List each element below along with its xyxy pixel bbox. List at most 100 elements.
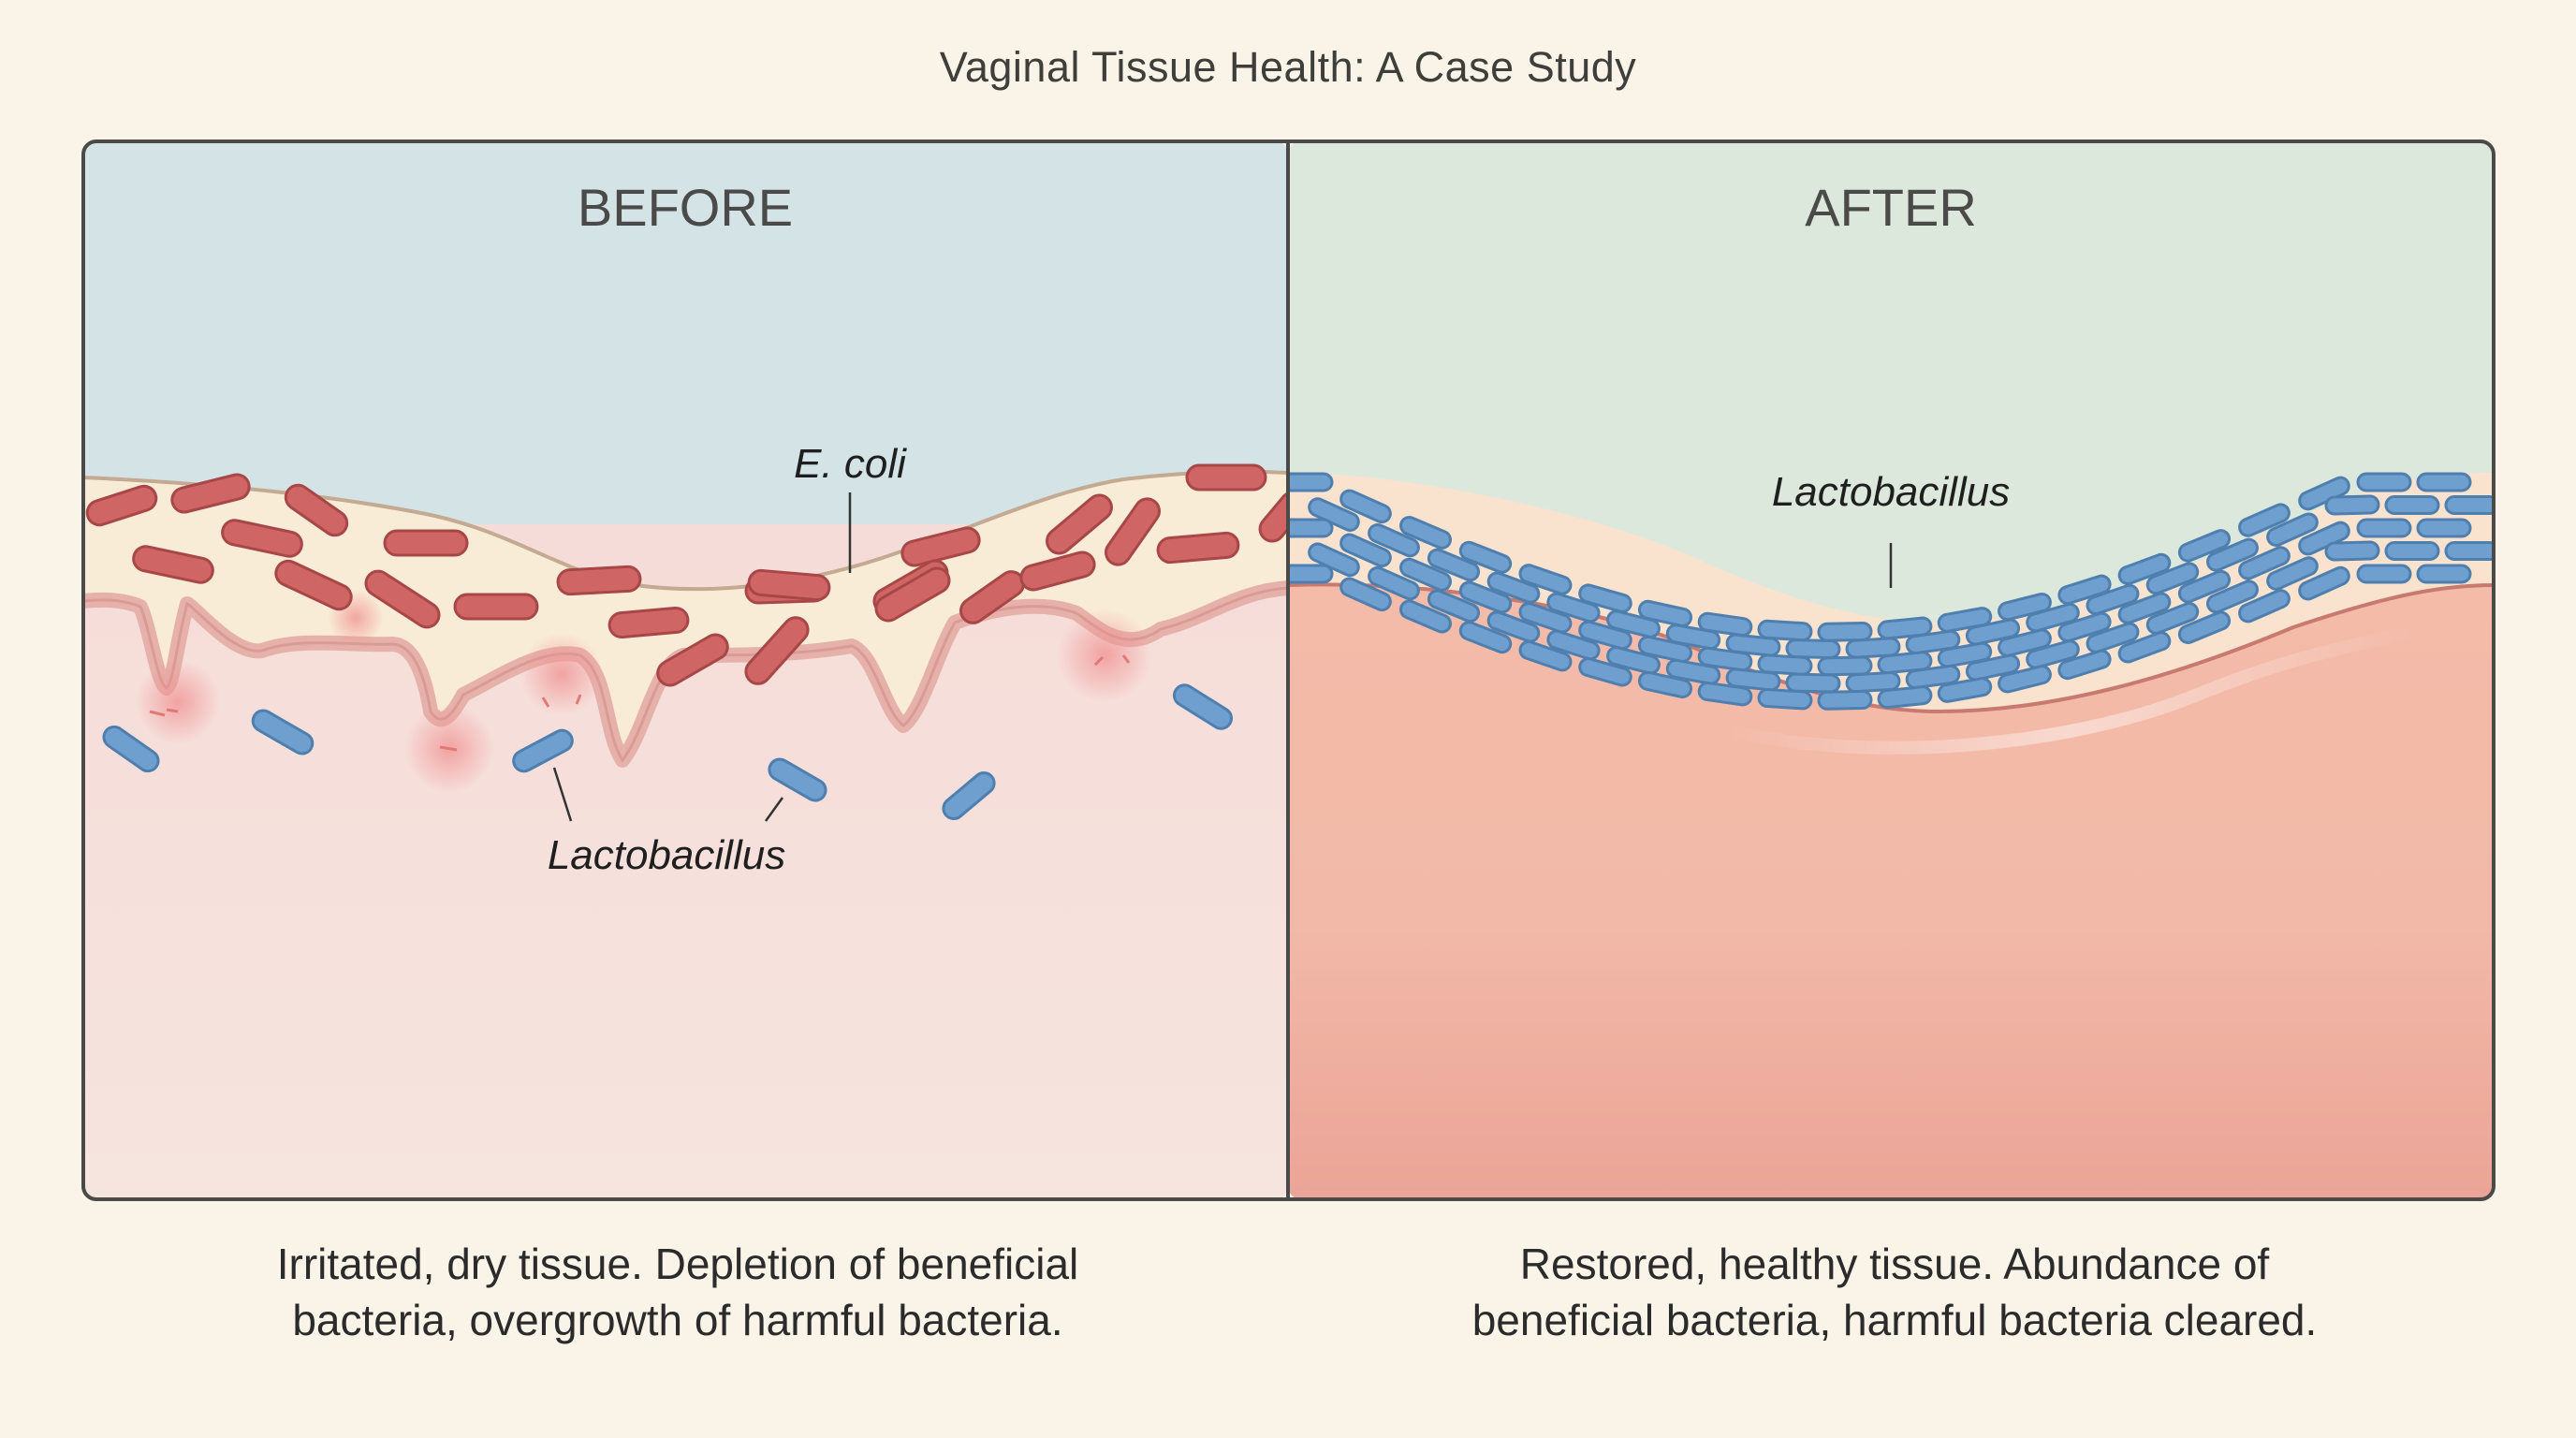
lactobacillus-bacterium — [1965, 618, 2021, 646]
after-caption-line: beneficial bacteria, harmful bacteria cl… — [1471, 1296, 2318, 1344]
lactobacillus-bacterium — [1757, 653, 1813, 676]
lactobacillus-bacterium — [942, 771, 996, 820]
lacto-leader-line — [552, 767, 573, 822]
lactobacillus-bacterium — [1339, 533, 1392, 568]
irritation-mark — [541, 694, 582, 708]
lactobacillus-bacterium — [1817, 655, 1873, 677]
ecoli-bacterium — [874, 566, 951, 623]
ecoli-bacterium — [1156, 531, 1240, 565]
ecoli-bacterium — [170, 473, 251, 514]
ecoli-bacterium — [274, 559, 353, 611]
lactobacillus-bacterium — [1637, 670, 1693, 698]
lactobacillus-bacterium — [1486, 571, 1541, 604]
ecoli-bacterium — [556, 565, 642, 596]
lactobacillus-bacterium — [2086, 583, 2140, 616]
lactobacillus-bacterium — [1877, 685, 1933, 710]
ecoli-bacterium — [656, 633, 729, 687]
lactobacillus-bacterium — [1399, 515, 1452, 550]
ecoli-bacterium — [383, 529, 469, 557]
lactobacillus-bacterium — [2356, 472, 2412, 492]
ecoli-bacterium — [900, 526, 981, 567]
ecoli-bacterium — [364, 569, 441, 629]
lactobacillus-bacterium — [1757, 688, 1813, 711]
lactobacillus-bacterium — [2356, 564, 2412, 584]
lactobacillus-bacterium — [1458, 540, 1513, 574]
lactobacillus-bacterium — [2117, 592, 2172, 624]
lactobacillus-bacterium — [1578, 620, 1632, 651]
after-tissue-sheen — [1720, 625, 2422, 755]
irritation-mark — [149, 708, 179, 717]
lactobacillus-bacterium — [768, 757, 827, 802]
lactobacillus-bacterium — [251, 709, 315, 756]
after-caption-line: Restored, healthy tissue. Abundance of — [1519, 1240, 2270, 1288]
ecoli-bacterium — [85, 484, 158, 527]
lactobacillus-bacterium — [1877, 616, 1933, 640]
before-caption: Irritated, dry tissue. Depletion of bene… — [116, 1236, 1239, 1348]
lactobacillus-bacterium — [1937, 641, 1993, 668]
lactobacillus-bacterium — [512, 728, 574, 773]
lactobacillus-bacterium — [2026, 603, 2080, 633]
lactobacillus-bacterium — [2238, 589, 2291, 624]
lactobacillus-bacterium — [1757, 619, 1813, 642]
before-epithelium-inner-line — [83, 586, 1288, 763]
lactobacillus-bacterium — [2206, 580, 2259, 614]
ecoli-bacterium — [1185, 463, 1267, 492]
lactobacillus-colony — [1288, 472, 2494, 711]
lactobacillus-bacterium — [2416, 472, 2472, 492]
lactobacillus-bacterium — [1427, 589, 1481, 623]
ecoli-bacterium — [221, 519, 303, 558]
lactobacillus-bacterium — [2238, 503, 2291, 537]
lactobacillus-bacterium — [1518, 564, 1573, 595]
lactobacillus-bacterium — [1937, 677, 1993, 703]
lactobacillus-bacterium — [2444, 495, 2494, 515]
lactobacillus-bacterium — [1817, 689, 1873, 711]
lactobacillus-bacterium — [2356, 518, 2412, 538]
lactobacillus-bacterium — [2444, 541, 2494, 561]
lactobacillus-scattered — [102, 683, 1234, 820]
ecoli-bacterium — [744, 616, 810, 685]
irritation-mark — [1093, 654, 1131, 667]
after-mucus-layer — [1288, 473, 2494, 712]
after-lactobacillus-label: Lactobacillus — [1772, 469, 2010, 515]
lactobacillus-bacterium — [1399, 557, 1452, 592]
lactobacillus-bacterium — [1785, 672, 1841, 694]
irritation-spots — [136, 590, 1151, 794]
lactobacillus-bacterium — [2206, 537, 2259, 572]
before-caption-line: Irritated, dry tissue. Depletion of bene… — [276, 1240, 1079, 1288]
irritation-mark — [439, 745, 458, 752]
lactobacillus-bacterium — [2057, 574, 2112, 606]
lactobacillus-bacterium — [2266, 512, 2319, 547]
lactobacillus-bacterium — [2057, 649, 2112, 681]
lactobacillus-bacterium — [1339, 577, 1392, 612]
lactobacillus-bacterium — [1486, 610, 1541, 643]
lactobacillus-bacterium — [1288, 564, 1334, 584]
ecoli-bacterium — [132, 545, 214, 584]
before-lactobacillus-label: Lactobacillus — [548, 832, 785, 878]
lactobacillus-bacterium — [1578, 657, 1632, 687]
lactobacillus-bacterium — [1427, 548, 1481, 582]
lactobacillus-bacterium — [2238, 546, 2291, 580]
lactobacillus-bacterium — [1606, 609, 1661, 638]
ecoli-colony — [85, 463, 1288, 687]
lactobacillus-bacterium — [1518, 639, 1573, 672]
lactobacillus-bacterium — [1665, 658, 1721, 685]
lactobacillus-bacterium — [1637, 635, 1693, 663]
after-healthy-tissue — [1288, 584, 2494, 1199]
irritation-spot — [520, 633, 603, 715]
lactobacillus-bacterium — [1288, 472, 1334, 492]
lactobacillus-bacterium — [102, 725, 160, 773]
lactobacillus-bacterium — [1637, 599, 1693, 627]
lactobacillus-bacterium — [1458, 621, 1513, 654]
ecoli-bacterium — [1019, 550, 1096, 592]
lactobacillus-bacterium — [1697, 646, 1753, 672]
irritation-spot — [136, 660, 220, 744]
ecoli-bacterium — [747, 568, 831, 602]
lactobacillus-bacterium — [2416, 564, 2472, 584]
lactobacillus-bacterium — [2384, 495, 2440, 515]
lactobacillus-bacterium — [1965, 653, 2021, 682]
lactobacillus-bacterium — [1339, 489, 1392, 524]
lactobacillus-bacterium — [1785, 638, 1841, 659]
lactobacillus-bacterium — [1877, 651, 1933, 675]
lactobacillus-bacterium — [2266, 556, 2319, 591]
